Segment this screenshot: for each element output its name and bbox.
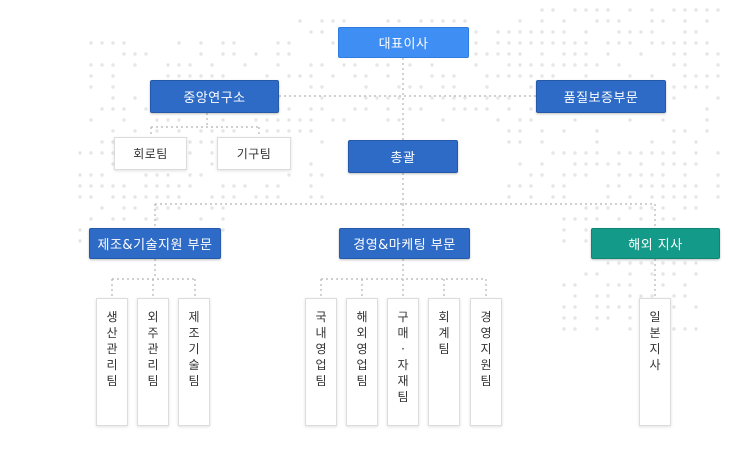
mechanical-team-box: 기구팀	[217, 137, 291, 170]
japan-branch-box: 일본 지사	[639, 298, 671, 426]
general-management-box: 총괄	[348, 140, 458, 173]
management-division-box: 경영&마케팅 부문	[339, 228, 470, 259]
research-center-box: 중앙연구소	[150, 80, 279, 113]
mgmt-team-domestic-sales: 국내영업팀	[305, 298, 337, 426]
mgmt-team-purchasing: 구매·자재팀	[387, 298, 419, 426]
mgmt-team-support: 경영지원팀	[470, 298, 502, 426]
mfg-team-technology: 제조기술팀	[178, 298, 210, 426]
mfg-team-production: 생산관리팀	[96, 298, 128, 426]
overseas-branch-box: 해외 지사	[591, 228, 720, 259]
mgmt-team-overseas-sales: 해외영업팀	[346, 298, 378, 426]
mfg-team-outsourcing: 외주관리팀	[137, 298, 169, 426]
mgmt-team-accounting: 회계팀	[428, 298, 460, 426]
ceo-box: 대표이사	[338, 27, 469, 58]
quality-assurance-box: 품질보증부문	[536, 80, 666, 113]
manufacturing-division-box: 제조&기술지원 부문	[89, 228, 221, 259]
circuit-team-box: 회로팀	[114, 137, 187, 170]
